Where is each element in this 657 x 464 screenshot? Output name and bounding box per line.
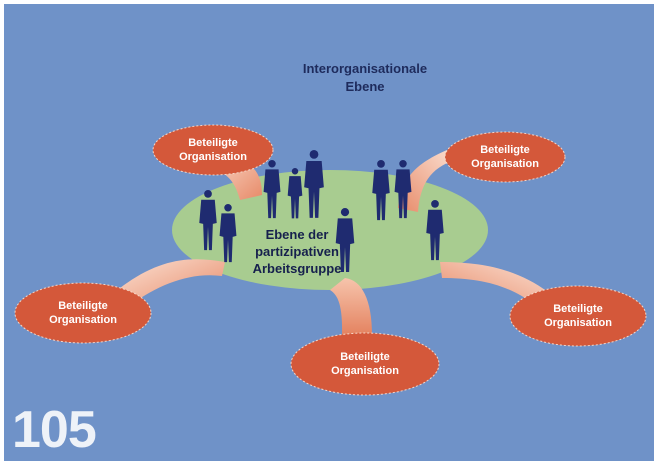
organisation-label-5: Beteiligte Organisation	[544, 303, 612, 329]
organisation-ellipse-4	[290, 332, 440, 396]
organisation-label-4: Beteiligte Organisation	[331, 351, 399, 377]
person-figure	[287, 168, 303, 219]
organisation-ellipse-3	[14, 282, 152, 344]
person-figure	[426, 200, 444, 261]
organisation-label-1: Beteiligte Organisation	[179, 137, 247, 163]
organisation-ellipse-1	[152, 124, 274, 176]
page-number: 105	[12, 401, 97, 459]
person-figure	[304, 150, 324, 218]
organisation-ellipse-2	[444, 131, 566, 183]
connector-arrow-top-right	[398, 150, 455, 212]
organisation-label-2: Beteiligte Organisation	[471, 144, 539, 170]
person-figure	[263, 160, 281, 219]
person-figure	[372, 160, 390, 221]
organisation-label-3: Beteiligte Organisation	[49, 300, 117, 326]
connector-arrow-left	[120, 259, 225, 305]
organisation-ellipse-5	[509, 285, 647, 347]
center-label: Ebene der partizipativen Arbeitsgruppe	[252, 227, 342, 276]
person-figure	[335, 208, 355, 272]
people-figures	[199, 150, 444, 272]
diagram-title: Interorganisationale Ebene	[302, 61, 428, 94]
person-figure	[219, 204, 237, 263]
person-figure	[199, 190, 217, 251]
connector-arrow-right	[440, 262, 548, 306]
connector-arrow-bottom	[330, 278, 372, 338]
person-figure	[394, 160, 412, 219]
